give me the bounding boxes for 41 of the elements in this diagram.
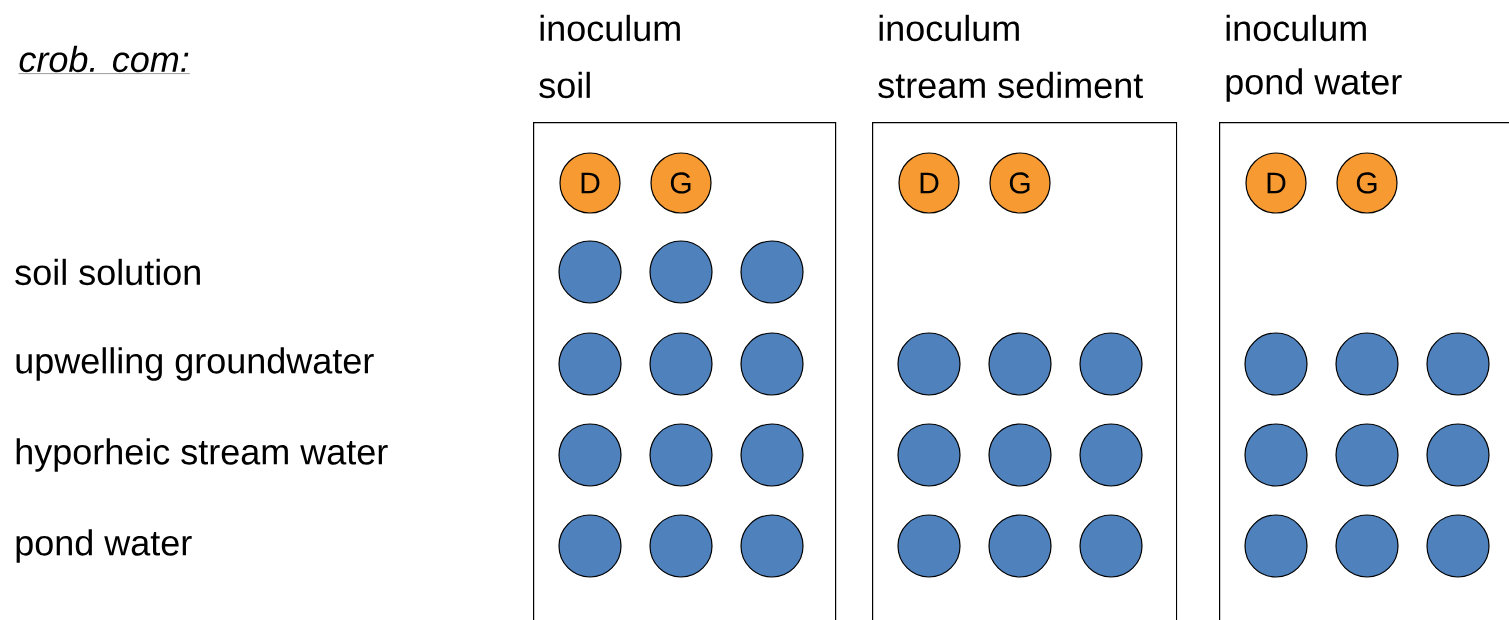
panel-heading: stream sediment — [878, 71, 1143, 99]
dot — [988, 514, 1052, 578]
dot — [1079, 332, 1143, 396]
dot — [1244, 332, 1308, 396]
dot — [988, 423, 1052, 487]
dot — [1335, 423, 1399, 487]
dot — [1335, 514, 1399, 578]
dot — [740, 240, 804, 304]
dot — [740, 332, 804, 396]
row-label: upwelling groundwater — [16, 347, 374, 381]
dot — [897, 514, 961, 578]
dot — [1244, 514, 1308, 578]
dot — [1335, 332, 1399, 396]
heading-text: crob. com: — [18, 45, 190, 74]
dot — [897, 423, 961, 487]
panel-heading: pond water — [1226, 68, 1402, 102]
dot — [649, 332, 713, 396]
dot — [558, 332, 622, 396]
dot — [1426, 514, 1490, 578]
dot — [558, 423, 622, 487]
dot — [1426, 423, 1490, 487]
panel-heading: inoculum — [879, 14, 1019, 42]
row-label: pond water — [16, 529, 192, 563]
row-label: hyporheic stream water — [16, 438, 388, 472]
row-label: soil solution — [15, 258, 200, 286]
panel-heading: inoculum — [540, 14, 680, 42]
panel-heading: inoculum — [1226, 14, 1366, 42]
dot — [1426, 332, 1490, 396]
dot — [1079, 423, 1143, 487]
dot — [740, 423, 804, 487]
dot — [1244, 423, 1308, 487]
dot — [649, 240, 713, 304]
dot — [649, 423, 713, 487]
dot — [649, 514, 713, 578]
dot — [740, 514, 804, 578]
dot — [558, 240, 622, 304]
dot — [1079, 514, 1143, 578]
dot — [988, 332, 1052, 396]
panel-heading: soil — [539, 71, 590, 99]
dot — [897, 332, 961, 396]
dot — [558, 514, 622, 578]
